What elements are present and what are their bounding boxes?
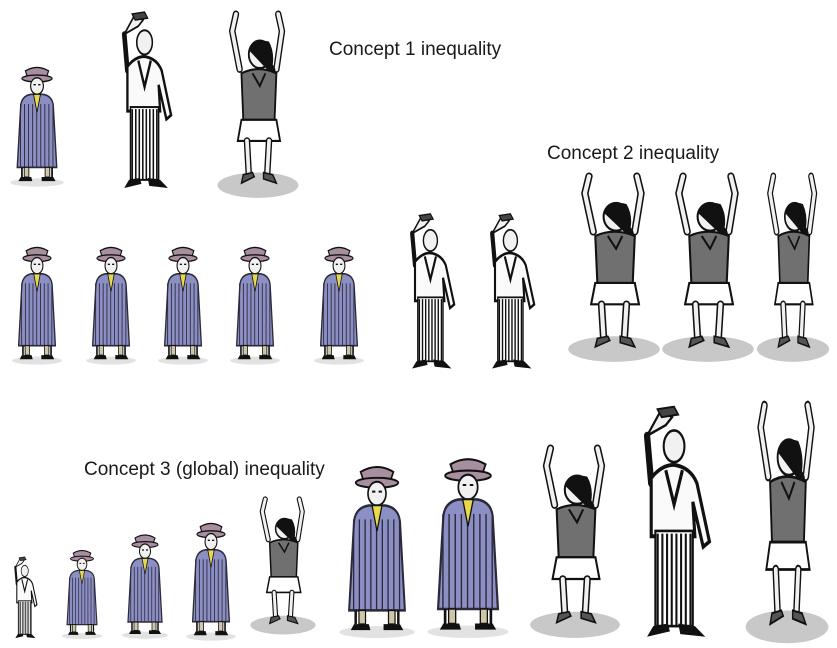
coat-man-figure: [10, 66, 64, 187]
concept-1-label: Concept 1 inequality: [329, 39, 502, 60]
girl-figure: [756, 172, 830, 362]
girl-figure: [217, 10, 299, 198]
coat-man-figure: [314, 246, 364, 365]
girl-figure: [530, 444, 620, 638]
striped-man-figure: [490, 213, 536, 369]
girl-figure: [745, 400, 829, 644]
coat-man-figure: [86, 246, 136, 365]
coat-man-figure: [186, 522, 236, 641]
coat-man-figure: [230, 246, 280, 365]
striped-man-figure: [643, 405, 712, 637]
striped-man-figure: [14, 556, 38, 639]
girl-figure: [250, 496, 316, 635]
concept-3-label: Concept 3 (global) inequality: [84, 459, 325, 480]
coat-man-figure: [158, 246, 208, 365]
coat-man-figure: [122, 534, 168, 639]
concept-2-label: Concept 2 inequality: [547, 143, 720, 164]
coat-man-figure: [427, 458, 509, 638]
coat-man-figure: [61, 550, 103, 639]
coat-man-figure: [12, 246, 62, 365]
girl-figure: [662, 172, 754, 362]
coat-man-figure: [339, 465, 415, 639]
striped-man-figure: [121, 11, 173, 188]
striped-man-figure: [410, 213, 456, 369]
girl-figure: [568, 172, 660, 362]
